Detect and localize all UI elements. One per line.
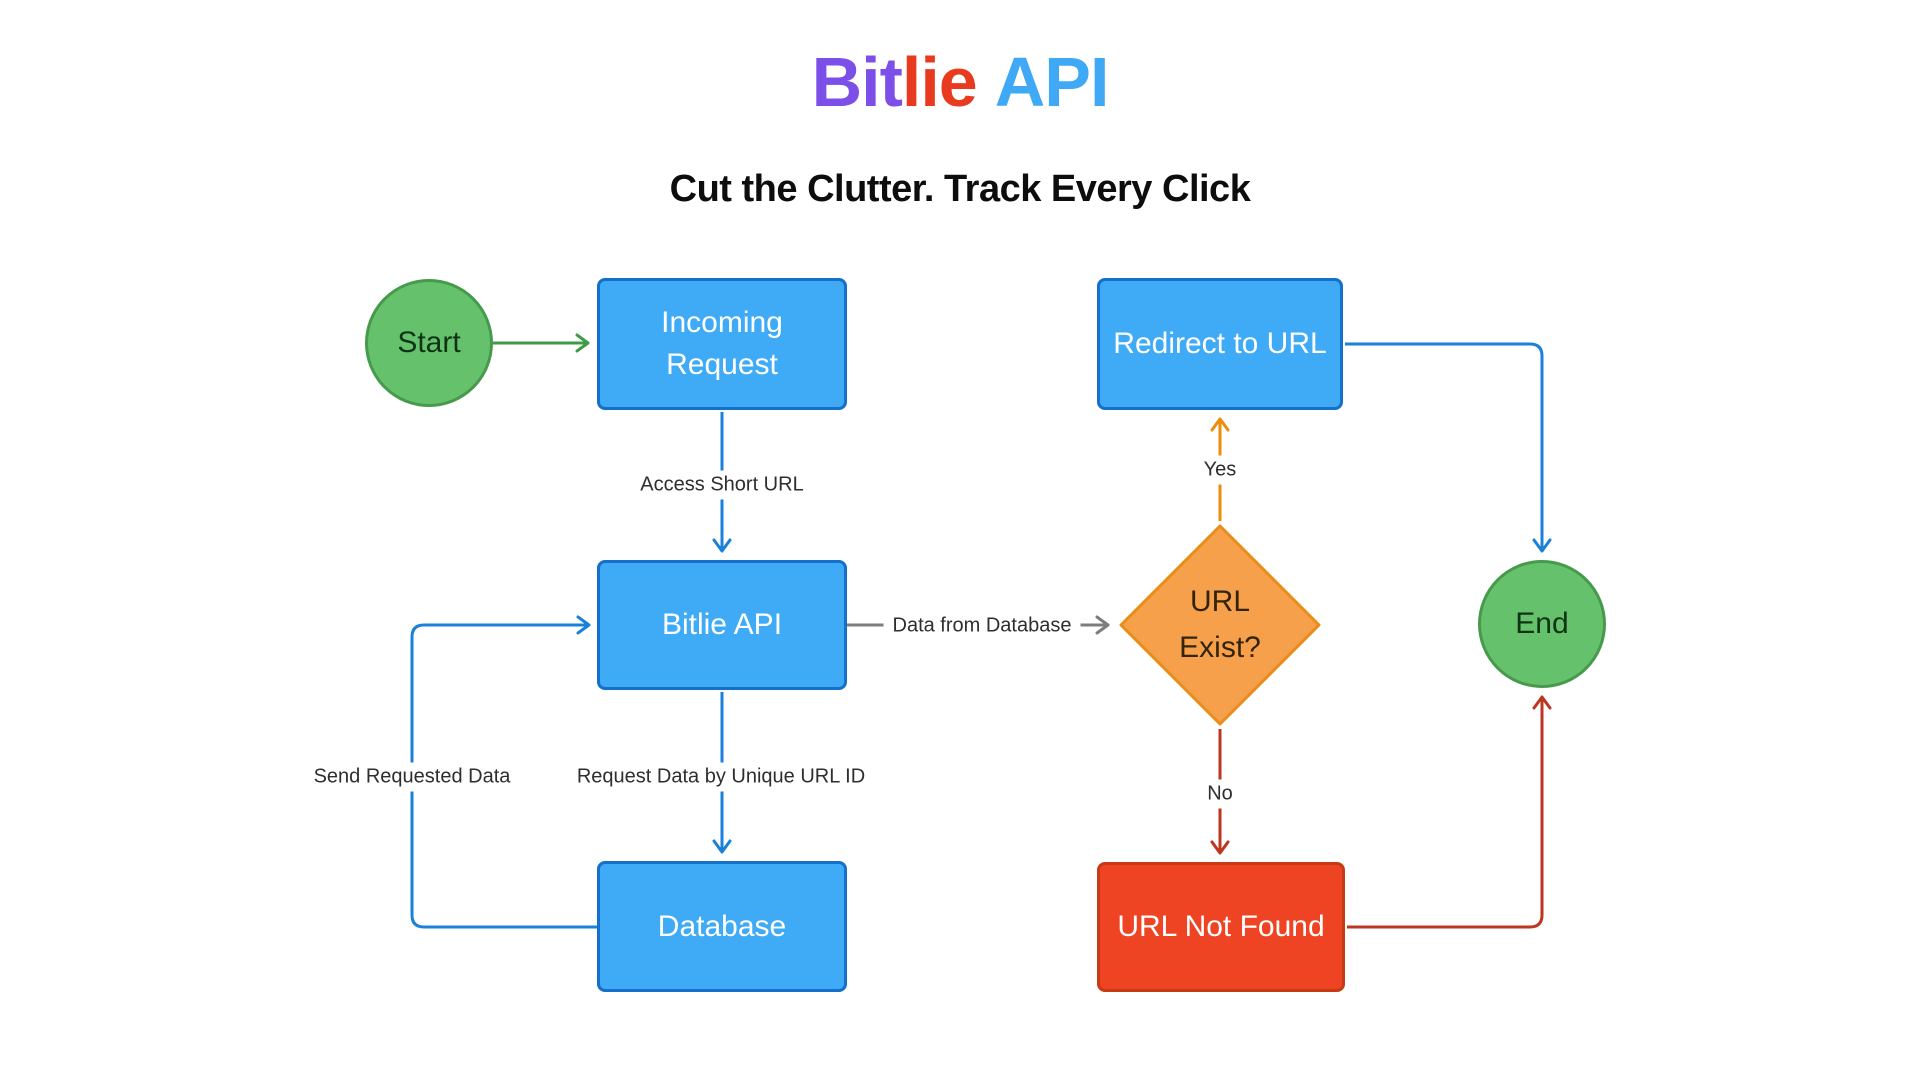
node-decision-text: URL Exist?: [1117, 522, 1323, 728]
node-database: Database: [597, 861, 847, 992]
diamond-shape: [1119, 524, 1321, 726]
node-incoming-line1: Incoming: [661, 306, 783, 339]
title-part-bit: Bit: [811, 43, 903, 121]
node-incoming-request: Incoming Request: [597, 278, 847, 410]
node-url-not-found: URL Not Found: [1097, 862, 1345, 992]
node-decision-line1: URL: [1189, 584, 1250, 618]
edge-label-send-requested-data: Send Requested Data: [304, 762, 520, 792]
edge-label-request-data-by-unique-url-id: Request Data by Unique URL ID: [567, 762, 875, 792]
title-part-api: API: [994, 43, 1110, 121]
edge-label-no: No: [1198, 779, 1242, 809]
node-redirect-label: Redirect to URL: [1113, 327, 1327, 360]
edge-label-yes: Yes: [1194, 455, 1246, 485]
node-incoming-line2: Request: [666, 348, 778, 381]
node-bitlie-api: Bitlie API: [597, 560, 847, 690]
node-database-label: Database: [657, 909, 787, 943]
title-part-lie: lie: [901, 43, 978, 121]
node-decision-line2: Exist?: [1179, 631, 1261, 664]
edge-label-access-short-url: Access Short URL: [631, 470, 813, 500]
page-subtitle: Cut the Clutter. Track Every Click: [669, 168, 1251, 210]
node-bitlie-api-label: Bitlie API: [661, 608, 783, 641]
node-start: Start: [365, 279, 493, 407]
node-url-not-found-label: URL Not Found: [1117, 910, 1325, 943]
node-end: End: [1478, 560, 1606, 688]
node-end-label: End: [1515, 607, 1569, 640]
edge-redirect-to-end: [1345, 342, 1552, 553]
node-decision-url-exist: URL Exist?: [1117, 522, 1323, 728]
node-redirect-to-url: Redirect to URL: [1097, 278, 1343, 410]
edge-notfound-to-end: [1347, 695, 1552, 929]
node-start-label: Start: [397, 326, 461, 359]
edge-label-data-from-database: Data from Database: [883, 611, 1081, 641]
